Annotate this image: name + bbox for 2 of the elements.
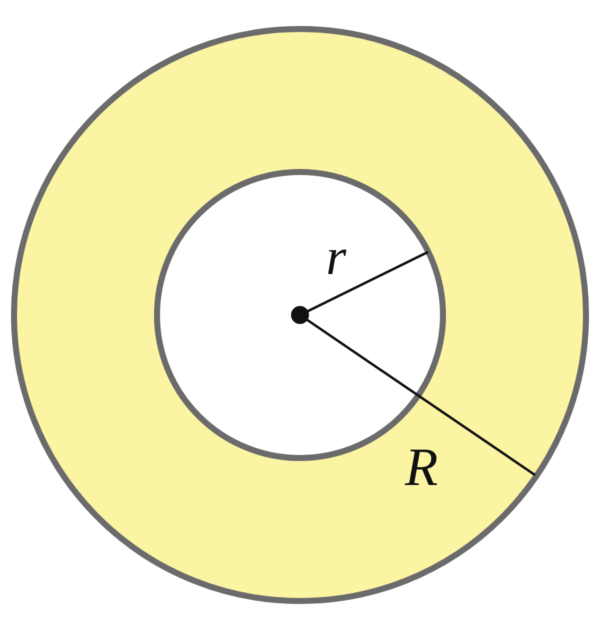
radius-label: r [326, 232, 346, 284]
radius-label: R [405, 440, 438, 494]
